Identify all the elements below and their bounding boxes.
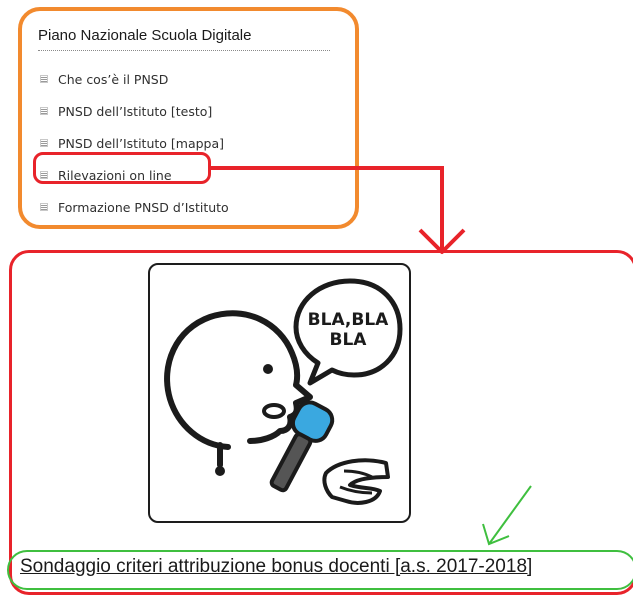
menu-item-pnsd-testo[interactable]: PNSD dell’Istituto [testo]: [40, 95, 229, 127]
menu-item-label: PNSD dell’Istituto [testo]: [58, 103, 213, 119]
menu-item-formazione[interactable]: Formazione PNSD d’Istituto: [40, 191, 229, 223]
menu-item-label: PNSD dell’Istituto [mappa]: [58, 135, 225, 151]
menu-item-pnsd-mappa[interactable]: PNSD dell’Istituto [mappa]: [40, 127, 229, 159]
menu-list: Che cos’è il PNSD PNSD dell’Istituto [te…: [40, 63, 229, 223]
menu-item-label: Rilevazioni on line: [58, 167, 172, 183]
menu-item-rilevazioni[interactable]: Rilevazioni on line: [40, 159, 229, 191]
bullet-icon: [40, 203, 48, 211]
bullet-icon: [40, 107, 48, 115]
speaker-microphone-icon: BLA,BLA BLA: [164, 278, 403, 505]
menu-item-label: Che cos’è il PNSD: [58, 71, 169, 87]
pnsd-menu-box: Piano Nazionale Scuola Digitale Che cos’…: [18, 7, 359, 229]
menu-item-che-cose[interactable]: Che cos’è il PNSD: [40, 63, 229, 95]
menu-title: Piano Nazionale Scuola Digitale: [38, 27, 330, 51]
survey-link[interactable]: Sondaggio criteri attribuzione bonus doc…: [20, 556, 533, 577]
rilevazioni-highlight: [33, 152, 211, 184]
bullet-icon: [40, 139, 48, 147]
bullet-icon: [40, 75, 48, 83]
speaking-illustration: BLA,BLA BLA: [148, 263, 411, 523]
green-pointer-icon: [482, 485, 532, 546]
speech-text-line1: BLA,BLA: [308, 310, 390, 330]
menu-item-label: Formazione PNSD d’Istituto: [58, 199, 229, 215]
speech-text-line2: BLA: [330, 330, 368, 350]
